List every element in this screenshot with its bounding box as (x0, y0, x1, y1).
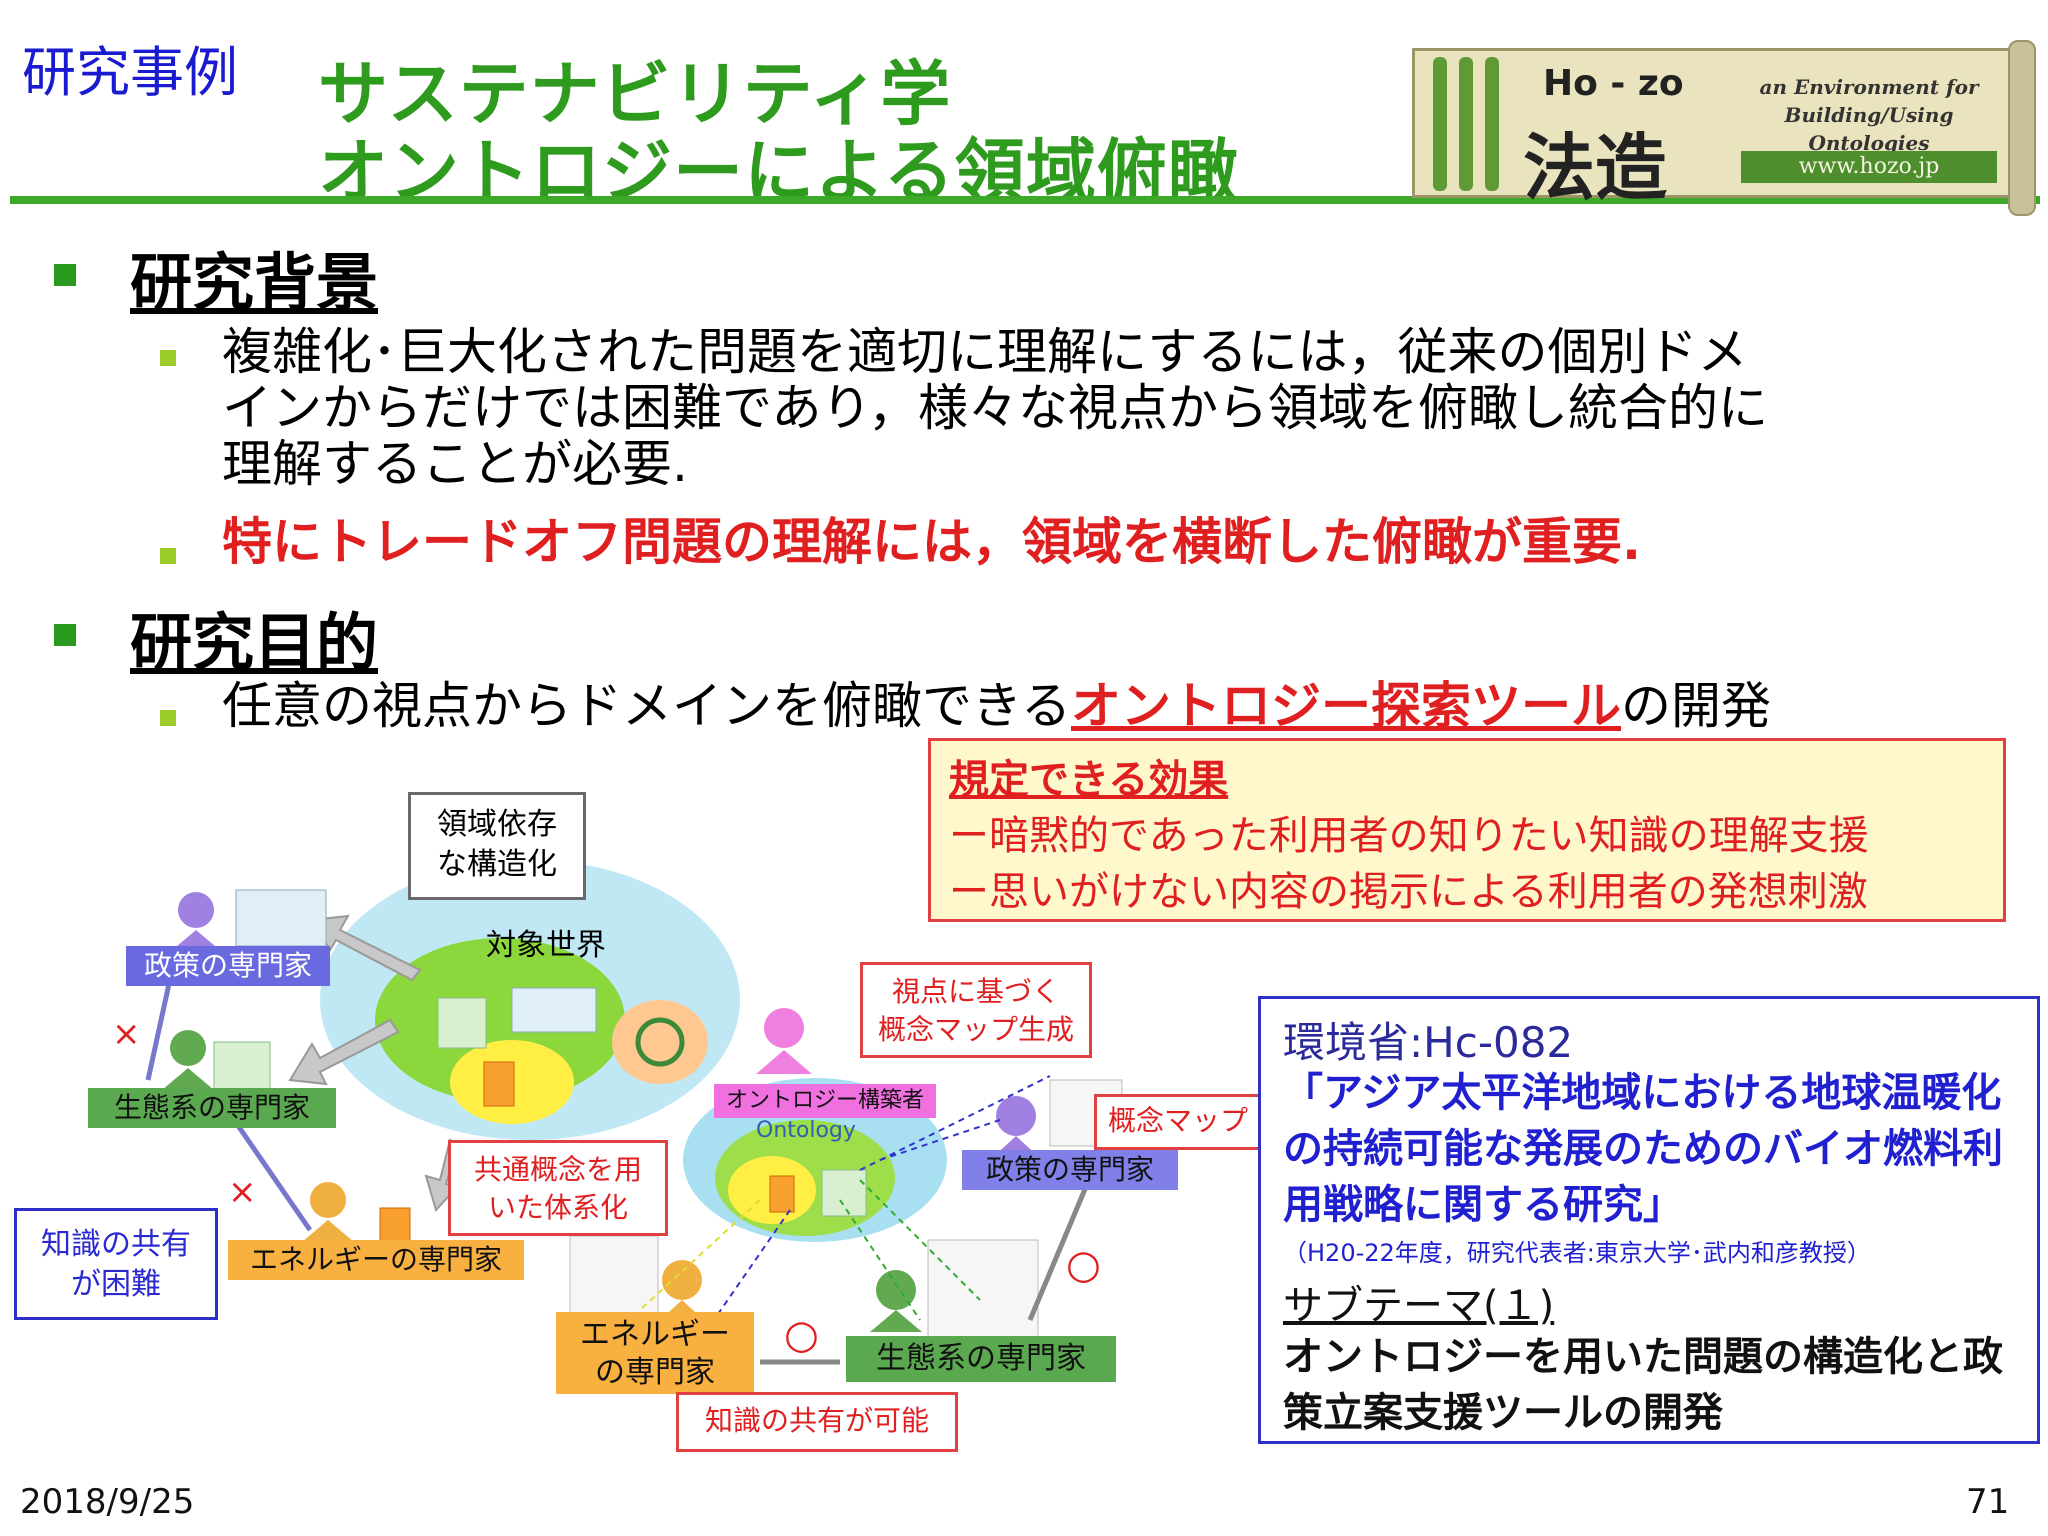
effect-line1: ー暗黙的であった利用者の知りたい知識の理解支援 (949, 813, 1869, 859)
heading-background: 研究背景 (130, 246, 379, 319)
effect-line2: ー思いがけない内容の掲示による利用者の発想刺激 (949, 869, 1868, 915)
concept-map-box: 概念マップ (1094, 1094, 1262, 1150)
common-concept-box: 共通概念を用 いた体系化 (448, 1140, 668, 1236)
section-tag: 研究事例 (22, 41, 238, 104)
recycle-icon (635, 1017, 685, 1067)
logo-subtitle-line2: Building/Using Ontologies (1784, 103, 1954, 155)
policy-image-icon (511, 987, 597, 1033)
ontology-builder-tag: オントロジー構築者 (714, 1084, 936, 1118)
tree-image-icon (437, 997, 487, 1049)
sharing-possible-box: 知識の共有が可能 (676, 1392, 958, 1452)
background-bullet1-line3: 理解することが必要. (222, 435, 688, 493)
header-rule (10, 196, 2040, 204)
logo-kanji: 法造 (1523, 125, 1668, 210)
fuel-can-icon (483, 1061, 515, 1107)
eco-expert-tag-right: 生態系の専門家 (846, 1336, 1116, 1382)
circle-mark-icon: ○ (784, 1312, 819, 1358)
concept-map-thumb-icon (927, 1239, 1039, 1349)
concept-map-thumb-icon (569, 1235, 659, 1323)
policy-expert-tag: 政策の専門家 (126, 946, 330, 986)
bamboo-icon (1433, 57, 1447, 191)
effect-heading: 規定できる効果 (949, 757, 1229, 803)
domain-dependent-box: 領域依存 な構造化 (408, 792, 586, 900)
person-icon (756, 1008, 812, 1074)
scroll-roll-icon (2008, 40, 2036, 216)
energy-expert-tag: エネルギーの専門家 (228, 1240, 524, 1280)
viewpoint-map-box: 視点に基づく 概念マップ生成 (860, 962, 1092, 1058)
bamboo-icon (1459, 57, 1473, 191)
bullet-square-icon (54, 624, 76, 646)
ontology-diagram (145, 860, 1123, 1365)
logo-subtitle-line1: an Environment for (1759, 75, 1979, 99)
circle-mark-icon: ○ (1066, 1242, 1101, 1288)
project-agency: 環境省:Hc-082 (1283, 1018, 1574, 1067)
bamboo-icon (1485, 57, 1499, 191)
tree-image-icon (821, 1169, 867, 1217)
fuel-can-icon (769, 1175, 795, 1213)
footer-date: 2018/9/25 (20, 1482, 195, 1522)
logo-ho-zo: Ho - zo (1543, 63, 1684, 104)
person-icon (302, 1182, 354, 1242)
policy-image-icon (235, 889, 327, 947)
purpose-text-post: の開発 (1621, 677, 1771, 735)
page-number: 71 (1966, 1482, 2010, 1522)
cross-mark-icon: × (112, 1014, 141, 1054)
logo-subtitle: an Environment for Building/Using Ontolo… (1735, 73, 2003, 157)
cross-mark-icon: × (228, 1172, 257, 1212)
hozo-logo: Ho - zo 法造 an Environment for Building/U… (1412, 48, 2012, 210)
dotted-link (639, 1199, 761, 1311)
person-icon (170, 892, 222, 952)
slide-title-line1: サステナビリティ学 (318, 53, 952, 135)
dotted-link (859, 1075, 1051, 1171)
project-note: （H20-22年度，研究代表者:東京大学･武内和彦教授） (1283, 1239, 1871, 1267)
world-inner-orange (612, 1000, 708, 1084)
dotted-link (839, 1199, 921, 1321)
ontology-label: Ontology (756, 1118, 856, 1143)
background-bullet1-line1: 複雑化･巨大化された問題を適切に理解にするには，従来の個別ドメ (222, 323, 1748, 381)
project-info-box: 環境省:Hc-082 「アジア太平洋地域における地球温暖化の持続可能な発展のため… (1258, 996, 2040, 1444)
expected-effect-box: 規定できる効果 ー暗黙的であった利用者の知りたい知識の理解支援 ー思いがけない内… (928, 738, 2006, 922)
target-world-label: 対象世界 (486, 928, 606, 963)
subtheme-title: オントロジーを用いた問題の構造化と政策立案支援ツールの開発 (1283, 1334, 2003, 1436)
double-arrow (227, 1112, 313, 1232)
energy-expert-tag-right: エネルギー の専門家 (556, 1312, 754, 1394)
background-bullet2: 特にトレードオフ問題の理解には，領域を横断した俯瞰が重要. (222, 513, 1641, 571)
bullet-square-icon (54, 264, 76, 286)
sub-bullet-icon (160, 710, 176, 726)
purpose-text-emphasis: オントロジー探索ツール (1071, 677, 1621, 735)
person-icon (162, 1030, 214, 1090)
gray-arrow-icon (288, 1018, 400, 1086)
sharing-difficult-box: 知識の共有 が困難 (14, 1208, 218, 1320)
tree-image-icon (213, 1041, 271, 1095)
double-arrow (1027, 1181, 1091, 1321)
eco-expert-tag: 生態系の専門家 (88, 1088, 336, 1128)
policy-expert-tag-right: 政策の専門家 (962, 1150, 1178, 1190)
purpose-bullet1: 任意の視点からドメインを俯瞰できるオントロジー探索ツールの開発 (222, 678, 1771, 734)
double-arrow (145, 969, 175, 1081)
background-bullet1-line2: インからだけでは困難であり，様々な視点から領域を俯瞰し統合的に (222, 379, 1768, 437)
person-icon (870, 1270, 922, 1332)
sub-bullet-icon (160, 548, 176, 564)
dotted-link (699, 1209, 791, 1341)
heading-purpose: 研究目的 (130, 606, 379, 679)
sub-bullet-icon (160, 350, 176, 366)
logo-url: www.hozo.jp (1741, 151, 1997, 183)
project-title: 「アジア太平洋地域における地球温暖化の持続可能な発展のためのバイオ燃料利用戦略に… (1283, 1070, 2003, 1228)
subtheme-label: サブテーマ(１) (1283, 1283, 1555, 1329)
purpose-text-pre: 任意の視点からドメインを俯瞰できる (222, 677, 1071, 735)
